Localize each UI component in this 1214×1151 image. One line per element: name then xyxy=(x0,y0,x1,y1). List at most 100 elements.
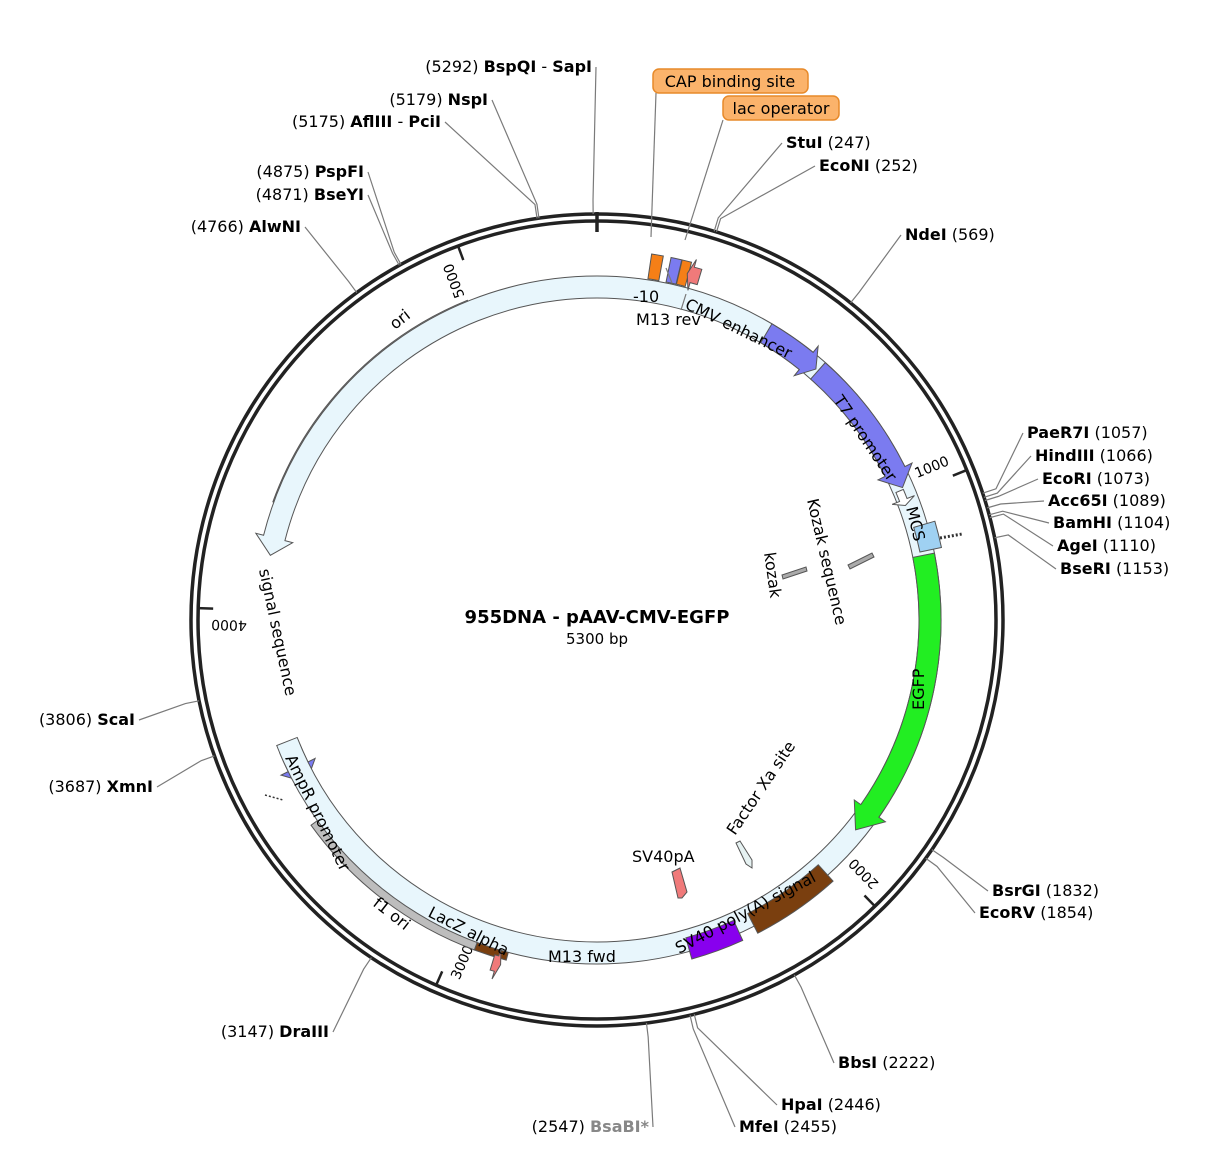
site-position: (2455) xyxy=(784,1117,837,1136)
site-position: (247) xyxy=(828,133,871,152)
m13-fwd-primer[interactable] xyxy=(489,948,502,980)
restriction-site-label[interactable]: BseRI (1153) xyxy=(1060,559,1169,578)
factor-xa-site-feature[interactable] xyxy=(735,840,753,869)
kozak-feature[interactable] xyxy=(781,566,808,580)
minus10-label: -10 xyxy=(633,287,659,306)
site-position: (1073) xyxy=(1097,469,1150,488)
pcmv-label: pCMV xyxy=(846,339,889,387)
site-position: (1153) xyxy=(1116,559,1169,578)
site-name: AflIII xyxy=(350,112,392,131)
site-position: (1066) xyxy=(1100,446,1153,465)
site-name: ScaI xyxy=(97,710,135,729)
restriction-site-label[interactable]: EcoNI (252) xyxy=(819,156,918,175)
site-position: (5175) xyxy=(292,112,345,131)
restriction-site-label[interactable]: BbsI (2222) xyxy=(838,1053,935,1072)
site-position: (1854) xyxy=(1040,903,1093,922)
site-leader xyxy=(689,1015,736,1128)
site-name: Acc65I xyxy=(1048,491,1108,510)
site-name: EcoRI xyxy=(1042,469,1092,488)
site-leader xyxy=(989,513,1054,547)
restriction-site-label[interactable]: MfeI (2455) xyxy=(739,1117,837,1136)
site-name: MfeI xyxy=(739,1117,779,1136)
restriction-sites: (5292) BspQI - SapI (5179) NspI (5175) Afl… xyxy=(39,57,1170,1136)
restriction-site-label[interactable]: StuI (247) xyxy=(786,133,871,152)
site-leader xyxy=(491,99,540,219)
restriction-site-label[interactable]: BamHI (1104) xyxy=(1053,513,1170,532)
wpre-feature[interactable] xyxy=(747,864,834,934)
tick-mark xyxy=(952,468,968,477)
map-title: 955DNA - pAAV-CMV-EGFP xyxy=(465,607,730,628)
sv40pa-label: SV40pA xyxy=(632,847,695,866)
mcs-feature[interactable] xyxy=(913,520,943,553)
sv40-polya-signal-feature[interactable] xyxy=(685,919,744,960)
site-leader xyxy=(982,432,1024,494)
restriction-site-label[interactable]: AgeI (1110) xyxy=(1057,536,1156,555)
restriction-site-label[interactable]: PaeR7I (1057) xyxy=(1027,423,1148,442)
restriction-site-label[interactable]: (4766) AlwNI xyxy=(191,217,301,236)
restriction-site-label[interactable]: EcoRI (1073) xyxy=(1042,469,1150,488)
site-name: NdeI xyxy=(905,225,947,244)
cap-binding-site-label: CAP binding site xyxy=(665,72,795,91)
t7-promoter-feature[interactable] xyxy=(891,488,915,506)
restriction-site-label[interactable]: (5179) NspI xyxy=(389,90,488,109)
m13-rev-leader xyxy=(680,293,687,311)
site-name: PspFI xyxy=(315,162,364,181)
egfp-label: EGFP xyxy=(909,668,928,710)
site-position: (4766) xyxy=(191,217,244,236)
signal-sequence-label: signal sequence xyxy=(255,567,301,698)
lac-operator-label-box xyxy=(722,95,840,121)
site-position: (1057) xyxy=(1094,423,1147,442)
site-leader xyxy=(984,478,1039,502)
tick-mark xyxy=(435,970,444,986)
ori-label: ori xyxy=(386,305,414,333)
restriction-site-label[interactable]: HindIII (1066) xyxy=(1035,446,1153,465)
restriction-site-label[interactable]: EcoRV (1854) xyxy=(979,903,1093,922)
sv40-polya-signal-label: SV40 poly(A) signal xyxy=(672,867,819,957)
tick-mark xyxy=(456,245,465,261)
restriction-site-label[interactable]: Acc65I (1089) xyxy=(1048,491,1166,510)
kozak-sequence-feature[interactable] xyxy=(847,552,875,570)
lac-operator-leader xyxy=(684,119,724,241)
site-leader xyxy=(367,171,402,265)
site-leader xyxy=(156,755,215,788)
restriction-site-label[interactable]: (4871) BseYI xyxy=(256,185,364,204)
restriction-site-label[interactable]: NdeI (569) xyxy=(905,225,995,244)
site-position: (252) xyxy=(875,156,918,175)
site-name: EcoRV xyxy=(979,903,1036,922)
site-name: AgeI xyxy=(1057,536,1098,555)
restriction-site-label[interactable]: (2547) BsaBI* xyxy=(532,1117,650,1136)
minus10-leader xyxy=(665,267,673,284)
site-position: (1089) xyxy=(1113,491,1166,510)
site-leader xyxy=(925,857,976,914)
kozak-label: kozak xyxy=(760,551,785,600)
site-name: NspI xyxy=(448,90,488,109)
site-position: (1104) xyxy=(1117,513,1170,532)
egfp-feature[interactable] xyxy=(853,552,942,831)
site-name: PaeR7I xyxy=(1027,423,1089,442)
restriction-site-label[interactable]: (3687) XmnI xyxy=(48,777,153,796)
restriction-site-label[interactable]: (5292) BspQI - SapI xyxy=(425,57,592,76)
mcs-label: MCS xyxy=(902,504,929,543)
signal-junction-mark xyxy=(264,794,284,801)
mcs-detail-mark xyxy=(939,532,963,540)
restriction-site-label[interactable]: (4875) PspFI xyxy=(256,162,364,181)
cmv-enhancer-feature[interactable] xyxy=(760,323,819,377)
pcmv-feature[interactable] xyxy=(809,361,913,489)
site-position: (4875) xyxy=(256,162,309,181)
site-position: (2222) xyxy=(882,1053,935,1072)
restriction-site-label[interactable]: (5175) AflIII - PciI xyxy=(292,112,441,131)
site-name: BspQI xyxy=(484,57,537,76)
restriction-site-label[interactable]: BsrGI (1832) xyxy=(992,881,1099,900)
restriction-site-label[interactable]: HpaI (2446) xyxy=(781,1095,881,1114)
m13-rev-primer[interactable] xyxy=(686,259,703,291)
site-name: BamHI xyxy=(1053,513,1112,532)
restriction-site-label[interactable]: (3806) ScaI xyxy=(39,710,135,729)
cap-binding-site-feature[interactable] xyxy=(647,253,664,282)
lac-operator-feature[interactable] xyxy=(675,259,693,288)
site-leader xyxy=(983,455,1032,498)
restriction-site-label[interactable]: (3147) DraIII xyxy=(221,1022,329,1041)
sv40pa-feature[interactable] xyxy=(671,867,688,899)
kozak-sequence-label: Kozak sequence xyxy=(803,497,851,627)
cap-leader xyxy=(650,92,657,238)
